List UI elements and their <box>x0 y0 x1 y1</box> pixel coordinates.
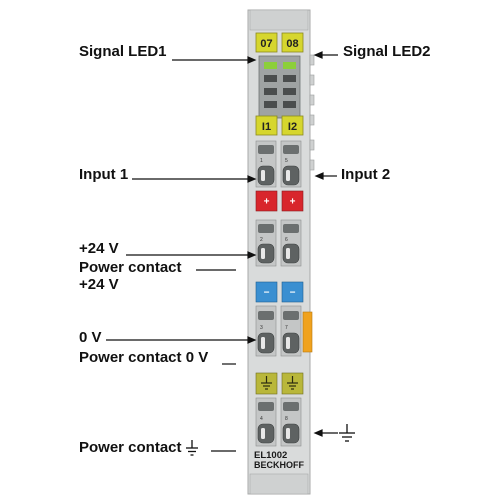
module-top-cap <box>249 9 309 31</box>
terminal-row-24v: 2 6 <box>255 219 302 267</box>
led-badge-07-text: 07 <box>260 38 272 50</box>
plus-symbol-right: + <box>290 197 296 208</box>
arrowhead-input2 <box>314 172 324 180</box>
ground-icon <box>339 424 355 442</box>
led-badge-07 <box>255 32 278 53</box>
red-block-right <box>281 190 304 212</box>
module-bottom-cap <box>249 473 309 495</box>
signal-led2-label: Signal LED2 <box>343 43 431 60</box>
arrowhead-gnd-right <box>313 429 323 437</box>
led-badge-08-text: 08 <box>286 38 298 50</box>
model-name: EL1002 <box>254 450 287 461</box>
terminal-num-1: 1 <box>260 158 263 164</box>
led-badge-08 <box>281 32 304 53</box>
arrowhead-24v <box>247 251 257 259</box>
input-badge-i1-text: I1 <box>262 121 271 133</box>
terminal-row-0v: 3 7 <box>255 305 302 357</box>
terminal-num-2: 2 <box>260 237 263 243</box>
ground-icon <box>287 376 298 390</box>
red-block-left <box>255 190 278 212</box>
minus-symbol-right: − <box>290 288 296 299</box>
plus-symbol-left: + <box>264 197 270 208</box>
blue-block-left <box>255 281 278 303</box>
arrowhead-signal-led1 <box>247 56 257 64</box>
minus-symbol-left: − <box>264 288 270 299</box>
power-contact-gnd-label-wrap: Power contact <box>79 439 199 457</box>
led-window-slots <box>264 75 296 108</box>
power-contact-0v-label: Power contact 0 V <box>79 349 209 366</box>
arrowhead-input1 <box>247 175 257 183</box>
power-contact-gnd-label: Power contact <box>79 439 182 456</box>
ground-icon <box>185 440 198 456</box>
zero-v-label: 0 V <box>79 329 102 346</box>
arrowhead-0v <box>247 336 257 344</box>
terminal-row-gnd: 4 8 <box>255 397 302 447</box>
blue-block-right <box>281 281 304 303</box>
led1 <box>264 62 277 69</box>
plus24v-label: +24 V <box>79 240 119 257</box>
plus24v-secondary-label: +24 V <box>79 276 119 293</box>
brand-name: BECKHOFF <box>254 460 304 470</box>
input-badge-i1 <box>255 115 278 136</box>
orange-release-tab <box>302 311 313 353</box>
terminal-num-3: 3 <box>260 325 263 331</box>
terminal-num-7: 7 <box>285 325 288 331</box>
ground-icon <box>261 376 272 390</box>
terminal-num-6: 6 <box>285 237 288 243</box>
input1-label: Input 1 <box>79 166 129 183</box>
right-edge-tabs <box>309 54 315 171</box>
terminal-num-5: 5 <box>285 158 288 164</box>
led2 <box>283 62 296 69</box>
input-badge-i2-text: I2 <box>288 121 297 133</box>
power-contact-label: Power contact <box>79 259 182 276</box>
terminal-num-4: 4 <box>260 416 263 422</box>
input2-label: Input 2 <box>341 166 391 183</box>
terminal-num-8: 8 <box>285 416 288 422</box>
arrowhead-signal-led2 <box>313 51 323 59</box>
terminal-row-input: 1 5 <box>255 140 302 188</box>
input-badge-i2 <box>281 115 304 136</box>
signal-led1-label: Signal LED1 <box>79 43 167 60</box>
